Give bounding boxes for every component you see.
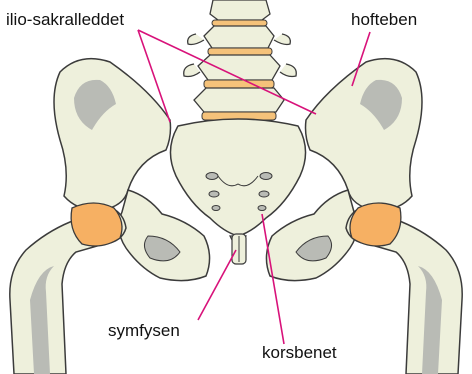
label-ilio-sakralleddet: ilio-sakralleddet bbox=[6, 11, 124, 28]
right-femur bbox=[10, 203, 126, 374]
label-symfysen: symfysen bbox=[108, 322, 180, 339]
label-korsbenet: korsbenet bbox=[262, 344, 337, 361]
pubic-symphysis bbox=[232, 234, 246, 264]
label-hofteben: hofteben bbox=[351, 11, 417, 28]
left-femur bbox=[346, 203, 462, 374]
